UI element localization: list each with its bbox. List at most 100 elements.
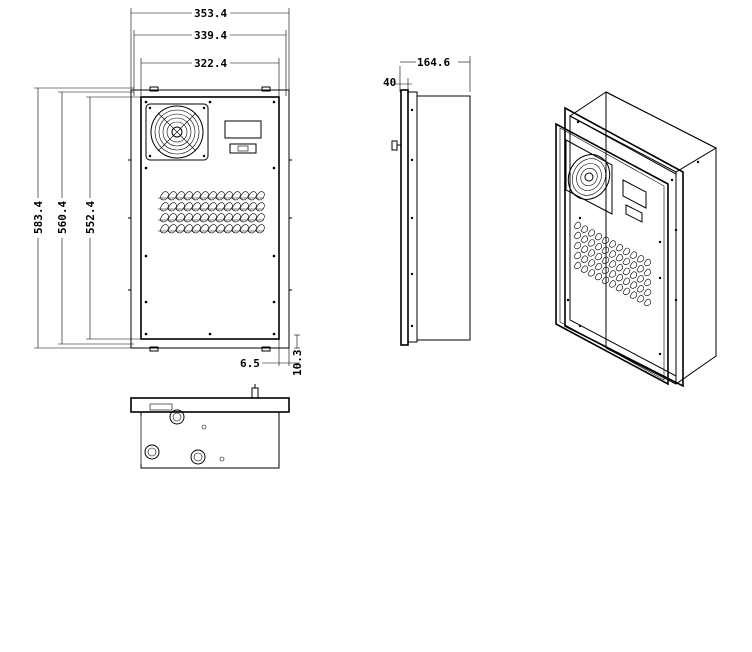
iso-louver-slot — [594, 232, 603, 241]
iso-louver-slot — [622, 287, 631, 295]
louver-slot — [239, 202, 249, 212]
iso-louver-slot — [580, 255, 589, 263]
louver-slot — [199, 224, 209, 234]
iso-louver-slot — [573, 221, 582, 230]
louver-slot — [167, 224, 177, 234]
iso-louver-slot — [636, 255, 645, 263]
iso-louver-slot — [608, 270, 617, 278]
fan-icon — [145, 103, 209, 161]
dim-outer-width: 353.4 — [194, 7, 227, 20]
iso-louver-slot — [643, 258, 652, 267]
iso-louver-slot — [622, 277, 631, 285]
iso-louver-slot — [629, 251, 638, 259]
dim-mid-height: 560.4 — [56, 201, 69, 234]
iso-louver-slot — [629, 291, 638, 299]
louver-slot — [175, 191, 185, 201]
louver-slot — [207, 191, 217, 201]
iso-louver-slot — [580, 265, 589, 273]
bottom-view — [130, 384, 290, 469]
iso-louver-slot — [629, 281, 638, 289]
iso-louver-slot — [573, 251, 582, 260]
iso-louver-slot — [580, 245, 589, 253]
louver-slot — [167, 213, 177, 223]
louver-slot — [191, 213, 201, 223]
iso-fan-icon — [565, 139, 613, 215]
iso-louver-slot — [587, 239, 596, 247]
louver-slot — [175, 202, 185, 212]
iso-louver-slot — [636, 275, 645, 283]
iso-louver-slot — [573, 231, 582, 240]
iso-louver-slot — [580, 225, 589, 233]
isometric-view — [555, 91, 718, 388]
louver-slot — [159, 202, 169, 212]
iso-louver-slot — [615, 274, 624, 282]
dim-bottom-offset: 10.3 — [291, 350, 304, 377]
louver-slot — [247, 202, 257, 212]
iso-louver-slot — [636, 295, 645, 303]
side-view: 164.6 40 — [383, 56, 471, 346]
louver-slot — [231, 213, 241, 223]
iso-louver-slot — [622, 257, 631, 265]
louver-slot — [247, 224, 257, 234]
iso-louver-slot — [643, 278, 652, 287]
dim-flange: 40 — [383, 76, 396, 89]
iso-louver-slot — [601, 256, 610, 264]
iso-louver-slot — [622, 247, 631, 255]
louver-slot — [231, 202, 241, 212]
louver-slot — [167, 202, 177, 212]
dim-inner-width: 322.4 — [194, 57, 227, 70]
louver-slot — [231, 224, 241, 234]
louver-slot — [223, 202, 233, 212]
louver-slot — [239, 191, 249, 201]
dim-depth: 164.6 — [417, 56, 450, 69]
iso-louver-slot — [580, 235, 589, 243]
louver-slot — [191, 202, 201, 212]
dim-outer-height: 583.4 — [32, 201, 45, 234]
iso-louver-slot — [594, 242, 603, 251]
louver-slot — [183, 202, 193, 212]
louver-slot — [167, 191, 177, 201]
iso-vent-louvers — [573, 221, 652, 307]
dim-bottom-gap: 6.5 — [240, 357, 260, 370]
iso-louver-slot — [608, 280, 617, 288]
height-dimensions: 583.4 560.4 552.4 — [32, 87, 156, 349]
iso-louver-slot — [601, 276, 610, 284]
louver-slot — [247, 213, 257, 223]
dim-mid-width: 339.4 — [194, 29, 227, 42]
louver-slot — [159, 213, 169, 223]
louver-slot — [207, 202, 217, 212]
iso-louver-slot — [573, 241, 582, 250]
iso-louver-slot — [587, 249, 596, 257]
louver-slot — [191, 191, 201, 201]
iso-louver-slot — [615, 244, 624, 252]
iso-louver-slot — [608, 250, 617, 258]
louver-slot — [207, 224, 217, 234]
vent-louvers — [158, 191, 265, 234]
louver-slot — [239, 213, 249, 223]
iso-louver-slot — [594, 252, 603, 261]
louver-slot — [199, 191, 209, 201]
iso-louver-slot — [587, 269, 596, 277]
iso-louver-slot — [573, 261, 582, 270]
louver-slot — [239, 224, 249, 234]
iso-louver-slot — [608, 260, 617, 268]
louver-slot — [255, 224, 265, 234]
iso-louver-slot — [601, 236, 610, 244]
iso-louver-slot — [636, 285, 645, 293]
switch-plate — [229, 143, 257, 154]
iso-louver-slot — [587, 229, 596, 237]
louver-slot — [183, 224, 193, 234]
louver-slot — [215, 191, 225, 201]
width-dimensions: 353.4 339.4 322.4 — [130, 7, 290, 96]
louver-slot — [223, 213, 233, 223]
louver-slot — [175, 213, 185, 223]
iso-louver-slot — [608, 240, 617, 248]
iso-louver-slot — [615, 254, 624, 262]
louver-slot — [223, 191, 233, 201]
iso-switch-plate — [625, 204, 643, 223]
louver-slot — [255, 213, 265, 223]
display-window — [224, 120, 262, 139]
front-view: 353.4 339.4 322.4 583.4 — [32, 7, 304, 376]
iso-louver-slot — [643, 298, 652, 307]
